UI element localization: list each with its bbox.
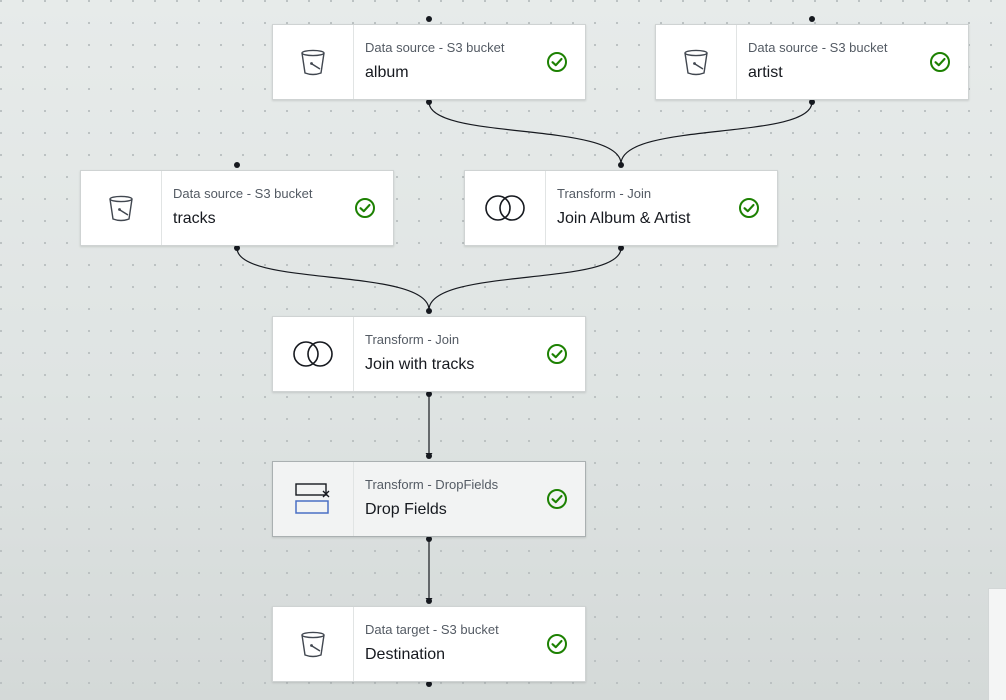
- node-input-port: [809, 16, 815, 22]
- s3-bucket-icon: [299, 629, 327, 659]
- node-type-label: Data source - S3 bucket: [365, 40, 505, 55]
- node-input-port: [234, 162, 240, 168]
- success-check-icon: [546, 51, 568, 73]
- node-join-tracks[interactable]: Transform - Join Join with tracks: [272, 316, 586, 392]
- node-name: tracks: [173, 210, 216, 227]
- edge-tracks-to-join-tracks: [236, 247, 430, 311]
- s3-bucket-icon: [682, 47, 710, 77]
- edge-artist-to-join-album-artist: [620, 101, 813, 165]
- node-type-label: Data target - S3 bucket: [365, 622, 499, 637]
- node-icon-cell: [273, 25, 354, 99]
- side-panel-handle[interactable]: [988, 588, 1006, 700]
- node-name: album: [365, 64, 409, 81]
- join-icon: [291, 339, 335, 369]
- success-check-icon: [354, 197, 376, 219]
- node-type-label: Transform - Join: [557, 186, 652, 201]
- node-name: Join Album & Artist: [557, 210, 691, 227]
- node-input-port: [618, 162, 624, 168]
- success-check-icon: [546, 488, 568, 510]
- node-icon-cell: [273, 317, 354, 391]
- node-type-label: Data source - S3 bucket: [173, 186, 313, 201]
- success-check-icon: [546, 633, 568, 655]
- edge-arrowhead: [425, 598, 433, 603]
- node-name: Join with tracks: [365, 356, 475, 373]
- node-icon-cell: [273, 462, 354, 536]
- node-tracks[interactable]: Data source - S3 bucket tracks: [80, 170, 394, 246]
- node-album[interactable]: Data source - S3 bucket album: [272, 24, 586, 100]
- node-icon-cell: [656, 25, 737, 99]
- node-input-port: [426, 453, 432, 459]
- drop-fields-icon: [294, 482, 332, 516]
- edge-album-to-join-album-artist: [428, 101, 622, 165]
- node-input-port: [426, 598, 432, 604]
- s3-bucket-icon: [107, 193, 135, 223]
- node-name: Destination: [365, 646, 446, 663]
- success-check-icon: [929, 51, 951, 73]
- node-type-label: Transform - DropFields: [365, 477, 499, 492]
- node-name: artist: [748, 64, 783, 81]
- node-input-port: [426, 16, 432, 22]
- success-check-icon: [546, 343, 568, 365]
- node-name: Drop Fields: [365, 501, 447, 518]
- node-icon-cell: [81, 171, 162, 245]
- node-input-port: [426, 308, 432, 314]
- node-type-label: Transform - Join: [365, 332, 460, 347]
- join-icon: [483, 193, 527, 223]
- edge-arrowhead: [425, 453, 433, 458]
- success-check-icon: [738, 197, 760, 219]
- node-drop-fields[interactable]: Transform - DropFields Drop Fields: [272, 461, 586, 537]
- node-artist[interactable]: Data source - S3 bucket artist: [655, 24, 969, 100]
- node-type-label: Data source - S3 bucket: [748, 40, 888, 55]
- node-icon-cell: [273, 607, 354, 681]
- node-icon-cell: [465, 171, 546, 245]
- node-join-album-artist[interactable]: Transform - Join Join Album & Artist: [464, 170, 778, 246]
- s3-bucket-icon: [299, 47, 327, 77]
- node-destination[interactable]: Data target - S3 bucket Destination: [272, 606, 586, 682]
- edge-join-album-artist-to-join-tracks: [428, 247, 622, 311]
